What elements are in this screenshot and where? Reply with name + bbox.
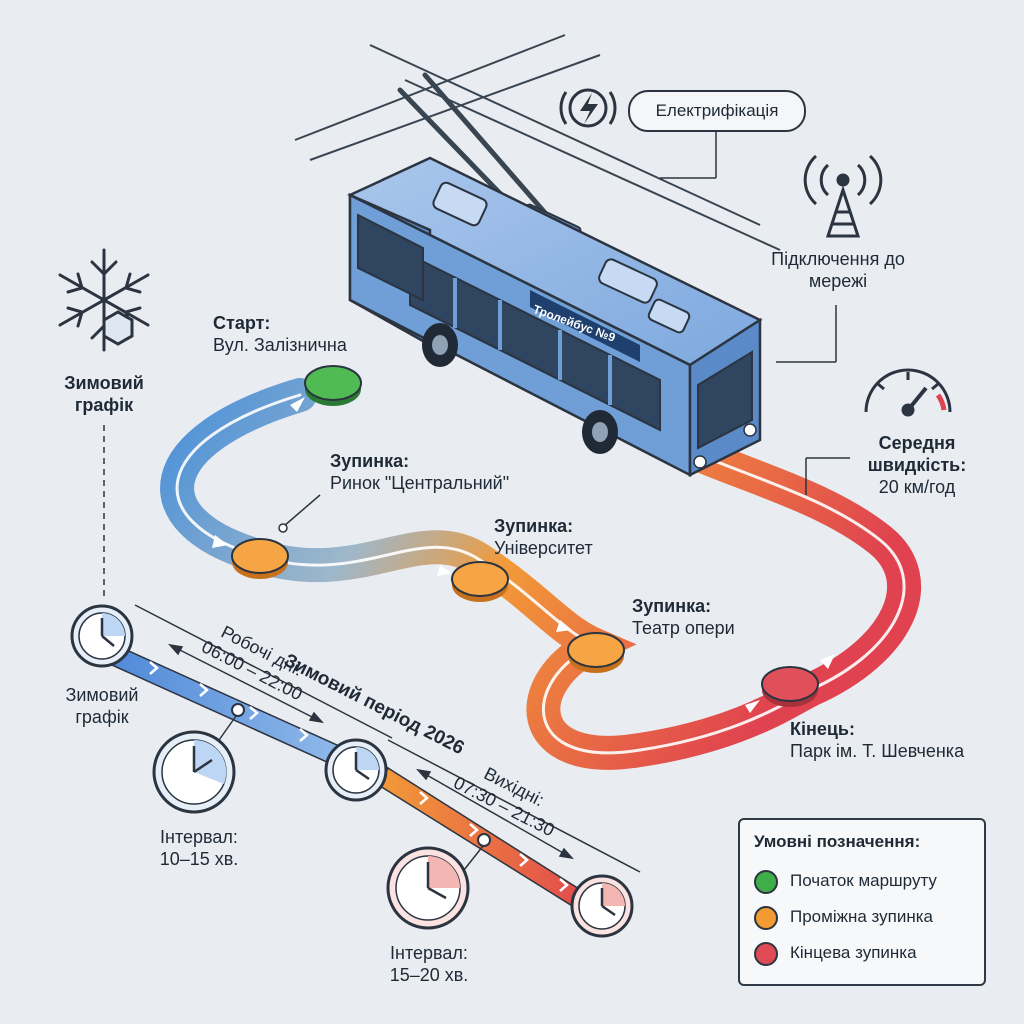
stop-label-3: Зупинка: Театр опери: [632, 595, 735, 639]
snowflake-icon: [58, 248, 150, 352]
leader-network: [776, 305, 837, 363]
stop-marker-1: [231, 538, 289, 579]
clock-icon: [386, 846, 470, 930]
end-label: Кінець: Парк ім. Т. Шевченка: [790, 718, 964, 762]
overhead-wires: [294, 34, 781, 251]
stop-marker-start: [304, 365, 362, 406]
stop-label-2: Зупинка: Університет: [494, 515, 593, 559]
weekday-interval: Інтервал: 10–15 хв.: [144, 826, 254, 870]
stop-3-name: Театр опери: [632, 618, 735, 638]
clock-icon: [152, 730, 236, 814]
speedometer-icon: [864, 368, 952, 417]
electrification-label: Електрифікація: [628, 90, 806, 132]
start-name: Вул. Залізнична: [213, 335, 347, 355]
stop-1-heading: Зупинка:: [330, 451, 410, 471]
leader-stop-1: [278, 494, 321, 533]
weekend-interval-label: Інтервал:: [390, 943, 468, 963]
stop-marker-end: [761, 666, 819, 707]
start-heading: Старт:: [213, 313, 271, 333]
clock-icon: [70, 604, 134, 668]
weekend-interval-value: 15–20 хв.: [389, 965, 469, 985]
legend-dot-end: [754, 941, 778, 966]
legend-dot-intermediate: [754, 905, 778, 930]
stop-label-1: Зупинка: Ринок "Центральний": [330, 450, 509, 494]
speed-value: 20 км/год: [878, 477, 956, 497]
legend-box: Умовні позначення: Початок маршруту Пром…: [738, 818, 986, 986]
timeline-schedule-label: Зимовий графік: [65, 685, 139, 727]
end-heading: Кінець:: [790, 719, 855, 739]
end-name: Парк ім. Т. Шевченка: [790, 741, 965, 761]
stop-2-name: Університет: [494, 538, 593, 558]
legend-dot-start: [754, 869, 778, 894]
legend-item-end: Кінцева зупинка: [754, 940, 917, 966]
stop-2-heading: Зупинка:: [494, 516, 574, 536]
stop-marker-3: [567, 632, 625, 673]
speed-title: Середня швидкість:: [867, 433, 967, 475]
lightning-icon: [559, 88, 617, 128]
legend-label-end: Кінцева зупинка: [790, 943, 917, 962]
stop-3-heading: Зупинка:: [632, 596, 712, 616]
legend-label-intermediate: Проміжна зупинка: [790, 907, 933, 926]
weekday-interval-value: 10–15 хв.: [159, 849, 239, 869]
weekend-interval: Інтервал: 15–20 хв.: [374, 942, 484, 986]
stop-marker-2: [451, 561, 509, 602]
bus-wheels: [422, 323, 618, 454]
legend-title: Умовні позначення:: [754, 832, 921, 851]
clock-icon: [570, 874, 634, 938]
clock-icon: [324, 738, 388, 802]
winter-schedule-title: Зимовий графік: [64, 373, 144, 415]
legend-item-intermediate: Проміжна зупинка: [754, 904, 933, 930]
antenna-icon: [803, 154, 883, 238]
start-label: Старт: Вул. Залізнична: [213, 312, 347, 356]
legend-label-start: Початок маршруту: [790, 871, 937, 890]
stop-1-name: Ринок "Центральний": [330, 473, 510, 493]
network-label: Підключення до мережі: [771, 249, 905, 291]
speed-label: Середня швидкість: 20 км/год: [842, 432, 992, 498]
trolleybus: [347, 72, 763, 478]
legend-item-start: Початок маршруту: [754, 868, 937, 894]
leader-speed: [805, 457, 850, 495]
weekday-interval-label: Інтервал:: [160, 827, 238, 847]
